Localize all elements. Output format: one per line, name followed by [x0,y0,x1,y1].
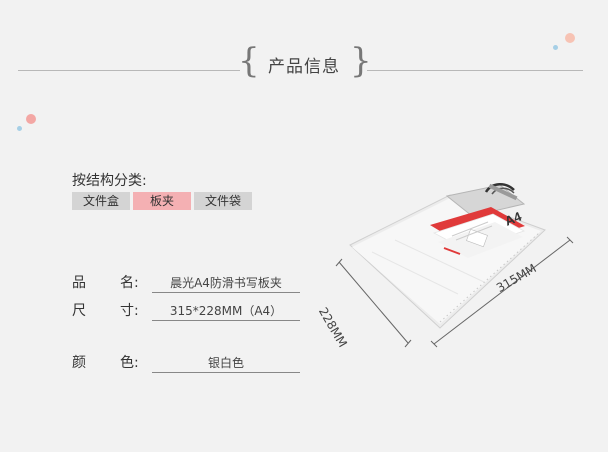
spec-size-key2: 寸: [120,303,139,319]
spec-color-key2: 色: [120,355,139,371]
product-size-badge: A4 [503,208,525,228]
spec-name-key2: 名: [120,275,139,291]
spec-color-value: 银白色 [152,354,300,373]
header-rule-left [18,70,240,71]
spec-color-key1: 颜 [72,355,86,371]
tag-clipboard[interactable]: 板夹 [133,192,191,210]
right-brace-icon: } [350,41,372,81]
header-rule-right [367,70,583,71]
tag-file-box[interactable]: 文件盒 [72,192,130,210]
tag-file-bag[interactable]: 文件袋 [194,192,252,210]
decor-dot-icon [17,126,22,131]
decor-dot-icon [565,33,575,43]
decor-dot-icon [553,45,558,50]
left-brace-icon: { [238,41,260,81]
decor-dot-icon [26,114,36,124]
classification-label: 按结构分类: [72,173,147,189]
spec-name-key1: 品 [72,275,86,291]
spec-size-value: 315*228MM（A4） [152,302,300,321]
classification-tags: 文件盒 板夹 文件袋 [72,192,252,210]
section-title: 产品信息 [268,57,340,77]
spec-name-value: 晨光A4防滑书写板夹 [152,274,300,293]
spec-size-key1: 尺 [72,303,86,319]
